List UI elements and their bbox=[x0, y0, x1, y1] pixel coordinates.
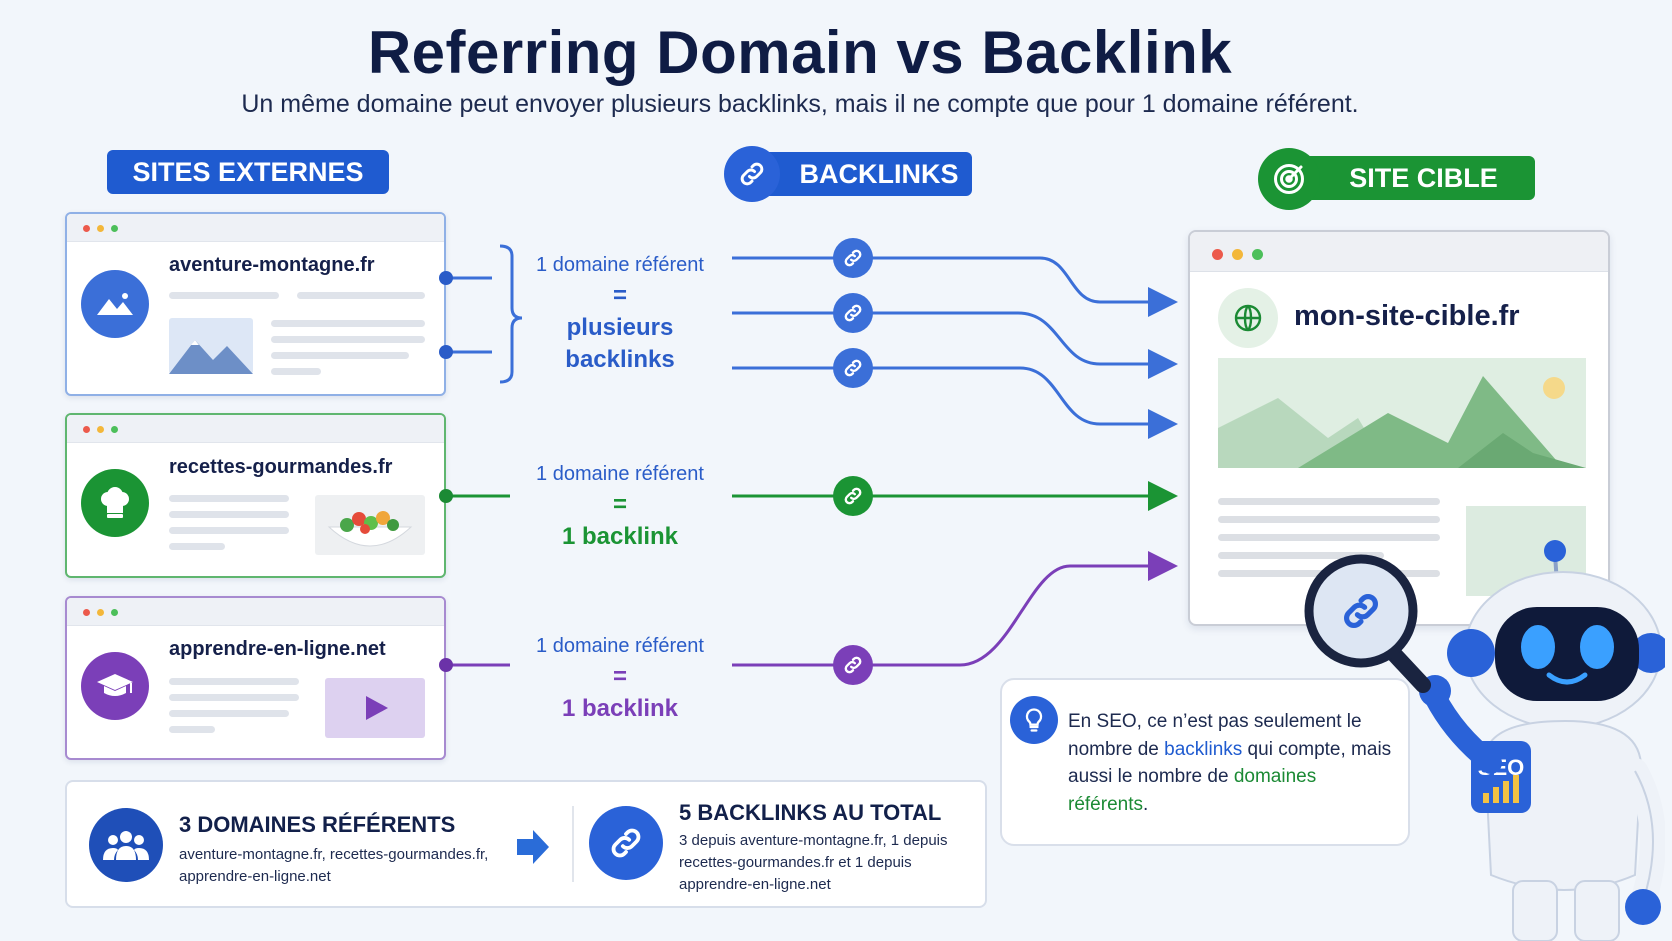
summary-domains-text: aventure-montagne.fr, recettes-gourmande… bbox=[179, 846, 489, 885]
group-top: 1 domaine référent bbox=[536, 254, 704, 276]
summary-backlinks-title: 5 BACKLINKS AU TOTAL bbox=[679, 800, 942, 825]
lightbulb-icon bbox=[1010, 696, 1058, 744]
browser-bar bbox=[67, 415, 444, 443]
group-top: 1 domaine référent bbox=[536, 635, 704, 657]
backlink-icon-4 bbox=[833, 476, 873, 516]
play-icon bbox=[325, 678, 425, 738]
mountain-icon bbox=[81, 270, 149, 338]
browser-bar bbox=[67, 598, 444, 626]
arrow-right-icon bbox=[517, 830, 549, 869]
group-bottom-2: backlinks bbox=[565, 346, 675, 373]
group-label-1: 1 domaine référent = plusieurs backlinks bbox=[520, 250, 720, 376]
seo-robot-illustration: SEO bbox=[1304, 540, 1665, 941]
site-card-apprendre-en-ligne: apprendre-en-ligne.net bbox=[65, 596, 446, 760]
page-subtitle: Un même domaine peut envoyer plusieurs b… bbox=[241, 90, 1359, 118]
site-domain: apprendre-en-ligne.net bbox=[169, 638, 386, 660]
graduation-cap-icon bbox=[81, 652, 149, 720]
summary-backlinks-text: 3 depuis aventure-montagne.fr, 1 depuis … bbox=[679, 832, 948, 893]
group-label-3: 1 domaine référent = 1 backlink bbox=[520, 631, 720, 725]
group-top: 1 domaine référent bbox=[536, 463, 704, 485]
chef-hat-icon bbox=[81, 469, 149, 537]
site-domain: recettes-gourmandes.fr bbox=[169, 456, 393, 478]
backlink-icon-2 bbox=[833, 293, 873, 333]
landscape-image bbox=[1218, 358, 1586, 468]
header-site-cible: SITE CIBLE bbox=[1300, 156, 1535, 200]
target-site-window: mon-site-cible.fr bbox=[1188, 230, 1610, 626]
page-title: Referring Domain vs Backlink bbox=[367, 19, 1233, 86]
divider bbox=[572, 806, 574, 882]
group-bottom: plusieurs bbox=[566, 314, 674, 341]
seo-tip-box: En SEO, ce n’est pas seulement le nombre… bbox=[1000, 678, 1410, 846]
group-eq: = bbox=[612, 663, 627, 690]
browser-bar bbox=[67, 214, 444, 242]
header-backlinks: BACKLINKS bbox=[750, 152, 972, 196]
site-card-recettes-gourmandes: recettes-gourmandes.fr bbox=[65, 413, 446, 578]
group-eq: = bbox=[612, 491, 627, 518]
group-eq: = bbox=[612, 282, 627, 309]
globe-icon bbox=[1218, 288, 1278, 348]
header-sites-externes: SITES EXTERNES bbox=[107, 150, 389, 194]
site-domain: aventure-montagne.fr bbox=[169, 254, 375, 276]
header-sites-externes-label: SITES EXTERNES bbox=[132, 156, 364, 187]
salad-image bbox=[315, 495, 425, 555]
backlink-icon-5 bbox=[833, 645, 873, 685]
backlink-icon-1 bbox=[833, 238, 873, 278]
users-icon bbox=[89, 808, 163, 882]
summary-domains-title: 3 DOMAINES RÉFÉRENTS bbox=[179, 812, 456, 837]
site-card-aventure-montagne: aventure-montagne.fr bbox=[65, 212, 446, 396]
link-icon bbox=[589, 806, 663, 880]
summary-box: 3 DOMAINES RÉFÉRENTS aventure-montagne.f… bbox=[65, 780, 987, 908]
link-icon bbox=[724, 146, 780, 202]
target-icon bbox=[1258, 148, 1320, 210]
group-bottom: 1 backlink bbox=[561, 523, 679, 550]
mountain-image bbox=[169, 318, 253, 374]
seo-tip-text: En SEO, ce n’est pas seulement le nombre… bbox=[1068, 711, 1392, 815]
backlink-icon-3 bbox=[833, 348, 873, 388]
header-site-cible-label: SITE CIBLE bbox=[1349, 162, 1498, 193]
group-label-2: 1 domaine référent = 1 backlink bbox=[520, 459, 720, 553]
browser-bar bbox=[1190, 232, 1608, 272]
header-backlinks-label: BACKLINKS bbox=[799, 158, 959, 189]
target-domain: mon-site-cible.fr bbox=[1294, 300, 1520, 332]
group-bottom: 1 backlink bbox=[561, 695, 679, 722]
